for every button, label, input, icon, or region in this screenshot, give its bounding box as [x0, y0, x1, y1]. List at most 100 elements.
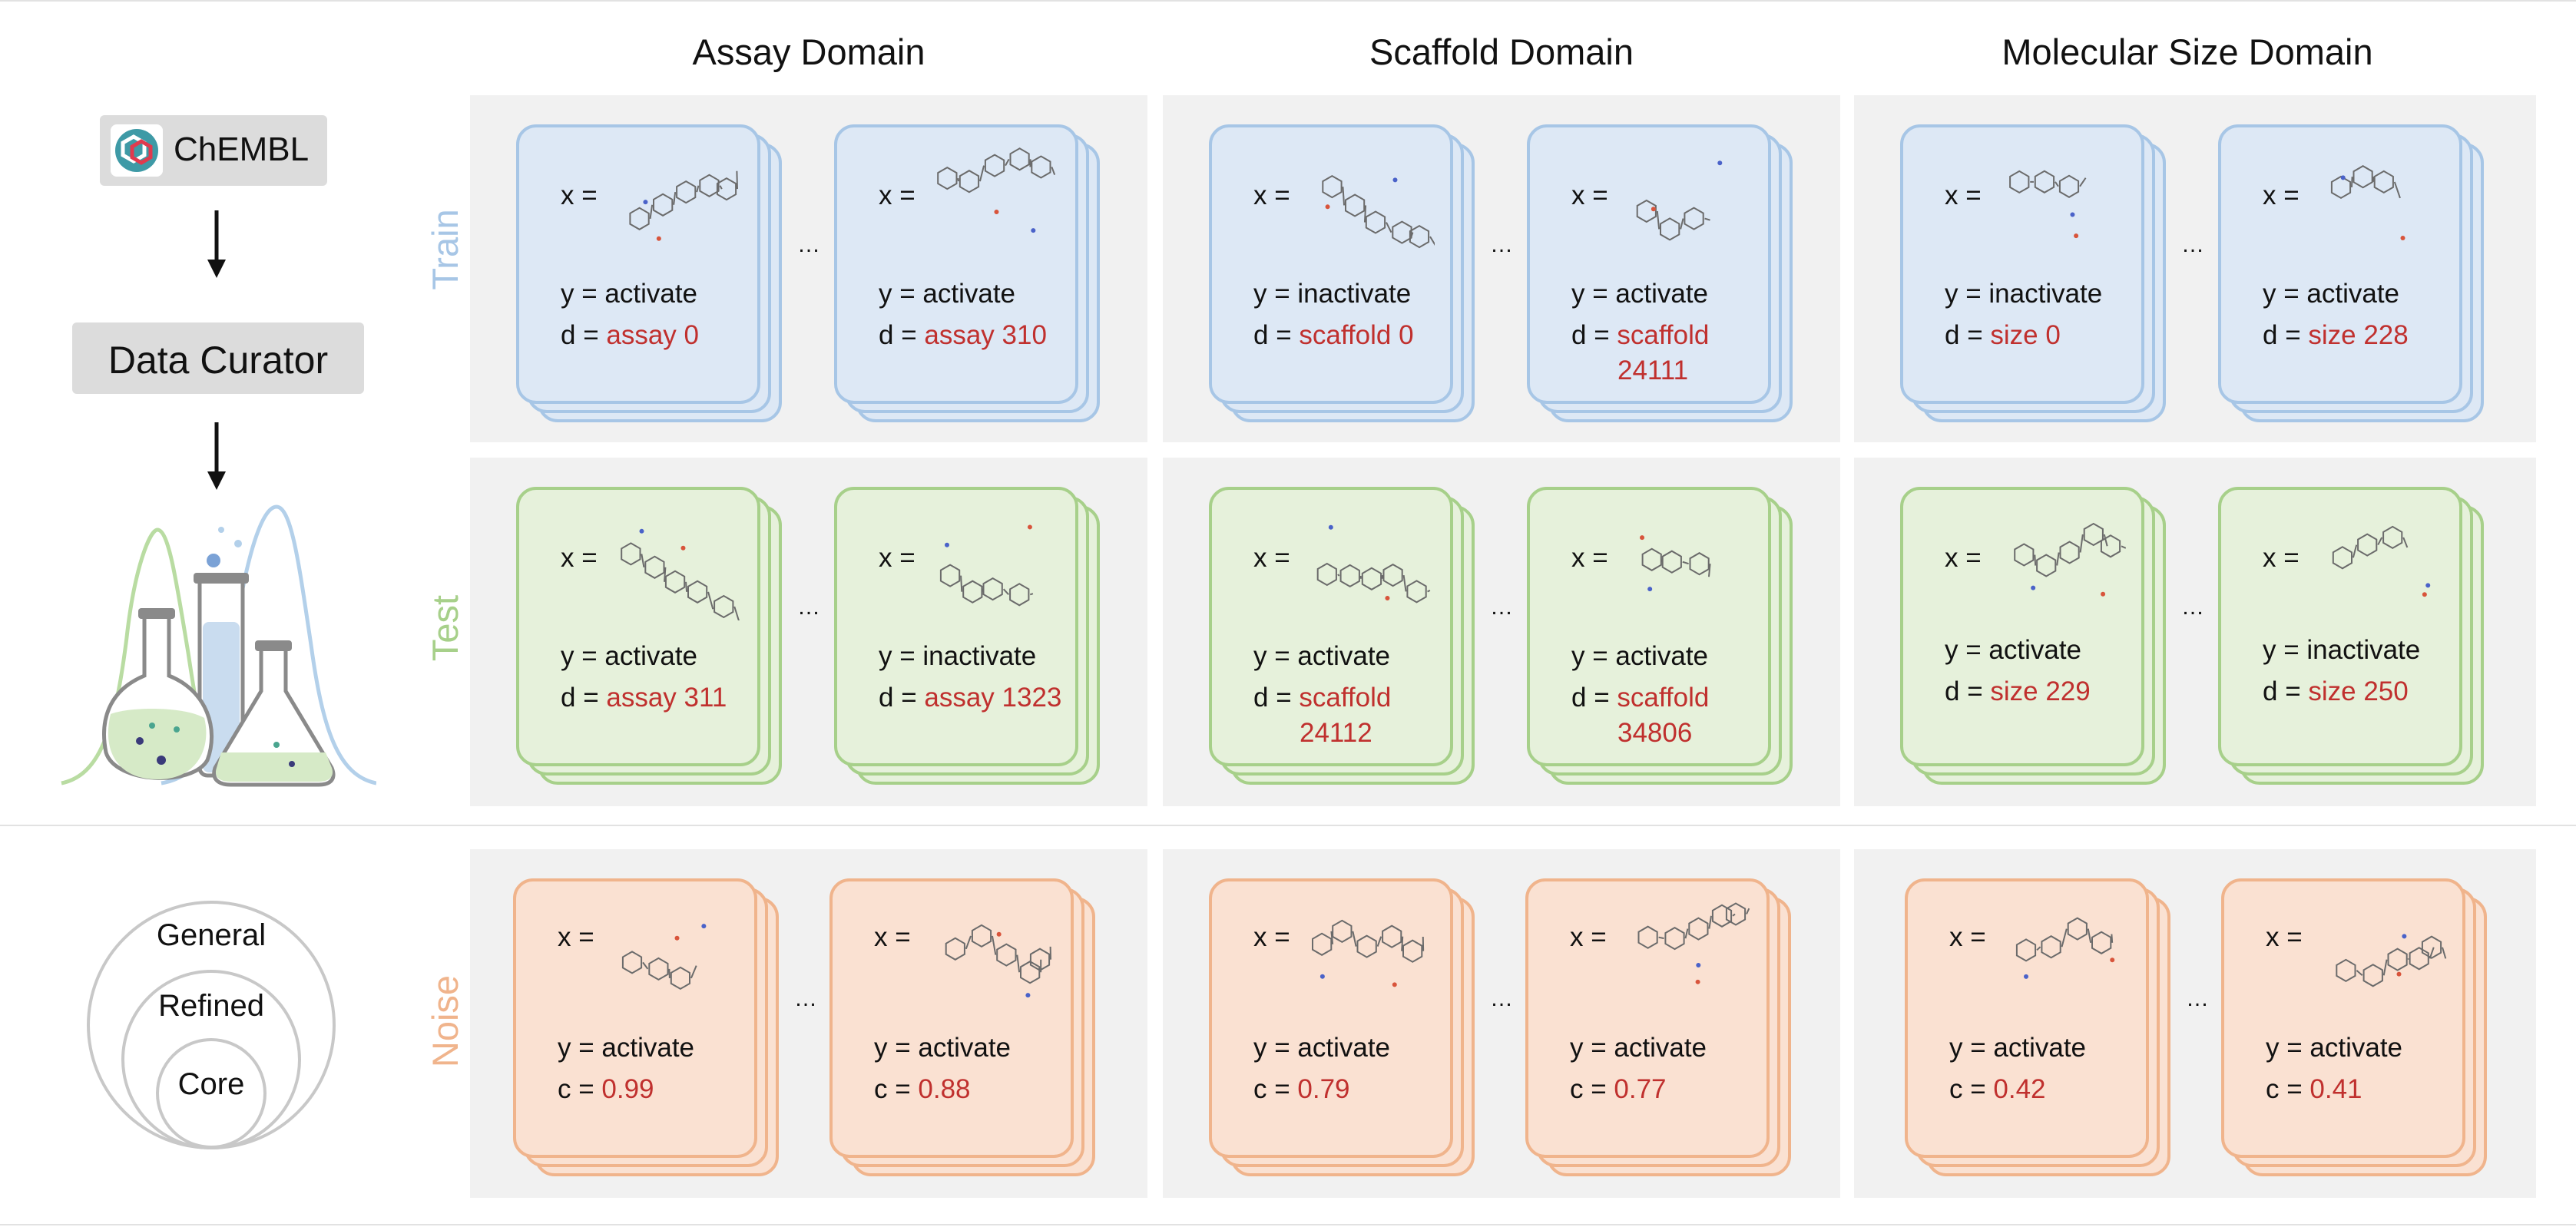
confidence-value: 0.79: [1297, 1074, 1350, 1104]
ellipsis: …: [2181, 232, 2204, 257]
y-label: y = activate: [879, 279, 1016, 309]
molecule-structure: [1621, 897, 1751, 1016]
y-label: y = activate: [561, 279, 698, 309]
label-prefix: d =: [1571, 320, 1617, 350]
x-label: x =: [2263, 543, 2300, 573]
y-label: y = activate: [1571, 279, 1709, 309]
flasks-illustration: [61, 504, 376, 787]
domain-label: d = scaffold: [1571, 319, 1709, 352]
domain-value: scaffold: [1617, 320, 1710, 350]
domain-label: d = size 250: [2263, 676, 2409, 708]
confidence-label: c = 0.77: [1570, 1073, 1667, 1106]
domain-value: size 0: [1990, 320, 2061, 350]
domain-value-continued: 34806: [1617, 718, 1693, 748]
molecule-structure: [611, 143, 742, 262]
domain-value: assay 310: [924, 320, 1047, 350]
x-label: x =: [2266, 922, 2303, 952]
molecule-structure: [1622, 505, 1753, 624]
label-prefix: c =: [1570, 1074, 1614, 1104]
confidence-label: c = 0.88: [874, 1073, 971, 1106]
row-label-test: Test: [425, 594, 465, 662]
molecule-structure: [2000, 897, 2131, 1016]
molecule-structure: [1304, 897, 1435, 1016]
y-label: y = activate: [1949, 1033, 2087, 1063]
y-label: y = inactivate: [1253, 279, 1412, 309]
domain-value: size 229: [1990, 676, 2091, 706]
card: x = y = activate c = 0.79: [1209, 878, 1453, 1158]
label-prefix: d =: [561, 683, 607, 713]
label-prefix: d =: [879, 320, 925, 350]
chembl-badge: ChEMBL: [100, 115, 327, 186]
y-label: y = activate: [1253, 1033, 1391, 1063]
chembl-label: ChEMBL: [174, 131, 310, 168]
y-label: y = activate: [2266, 1033, 2403, 1063]
label-prefix: d =: [2263, 676, 2309, 706]
top-border: [0, 0, 2576, 2]
data-curator-box: Data Curator: [72, 322, 364, 394]
domain-label: d = size 228: [2263, 319, 2409, 352]
tier-core-label: Core: [177, 1067, 245, 1101]
domain-label: d = scaffold: [1571, 682, 1709, 714]
y-label: y = activate: [1571, 641, 1709, 671]
domain-value: scaffold 0: [1299, 320, 1414, 350]
column-title-assay: Assay Domain: [692, 31, 925, 72]
x-label: x =: [1570, 922, 1607, 952]
ellipsis: …: [794, 986, 817, 1011]
x-label: x =: [879, 543, 916, 573]
domain-label: d = assay 310: [879, 319, 1047, 352]
y-label: y = activate: [558, 1033, 695, 1063]
ellipsis: …: [1490, 232, 1513, 257]
x-label: x =: [1949, 922, 1986, 952]
label-prefix: d =: [561, 320, 607, 350]
data-curator-label: Data Curator: [108, 339, 329, 382]
domain-value-continued: 24112: [1300, 718, 1372, 748]
confidence-value: 0.99: [601, 1074, 654, 1104]
row-label-noise: Noise: [425, 974, 465, 1068]
label-prefix: d =: [1571, 683, 1617, 713]
molecule-structure: [929, 143, 1060, 262]
x-label: x =: [1945, 543, 1982, 573]
y-label: y = activate: [561, 641, 698, 671]
card: x = y = activate c = 0.77: [1525, 878, 1770, 1158]
domain-value: size 250: [2308, 676, 2409, 706]
domain-label: d = scaffold 0: [1253, 319, 1414, 352]
x-label: x =: [1945, 180, 1982, 210]
molecule-structure: [1995, 505, 2127, 624]
molecule-structure: [2316, 897, 2447, 1016]
y-label: y = activate: [1253, 641, 1391, 671]
x-label: x =: [1253, 922, 1290, 952]
domain-value: size 228: [2308, 320, 2409, 350]
ellipsis: …: [2186, 986, 2209, 1011]
x-label: x =: [2263, 180, 2300, 210]
domain-value: assay 1323: [924, 683, 1062, 713]
molecule-structure: [608, 897, 739, 1016]
label-prefix: c =: [1253, 1074, 1298, 1104]
ellipsis: …: [1490, 986, 1513, 1011]
y-label: y = activate: [1570, 1033, 1707, 1063]
domain-label: d = assay 311: [561, 682, 727, 714]
domain-label: d = scaffold: [1253, 682, 1391, 714]
molecule-structure: [611, 505, 742, 624]
ellipsis: …: [797, 594, 820, 620]
card: x = y = activate d = size 228: [2218, 124, 2462, 404]
x-label: x =: [1571, 543, 1608, 573]
arrow-down-icon: [207, 210, 226, 278]
dataset-tiers-diagram: [87, 901, 336, 1149]
label-prefix: d =: [879, 683, 925, 713]
y-label: y = activate: [2263, 279, 2400, 309]
molecule-structure: [1995, 143, 2126, 262]
label-prefix: c =: [1949, 1074, 1994, 1104]
x-label: x =: [1253, 543, 1290, 573]
molecule-structure: [2313, 505, 2444, 624]
molecule-structure: [1304, 505, 1435, 624]
x-label: x =: [561, 543, 598, 573]
domain-label: d = size 0: [1945, 319, 2061, 352]
confidence-label: c = 0.79: [1253, 1073, 1350, 1106]
label-prefix: d =: [2263, 320, 2309, 350]
